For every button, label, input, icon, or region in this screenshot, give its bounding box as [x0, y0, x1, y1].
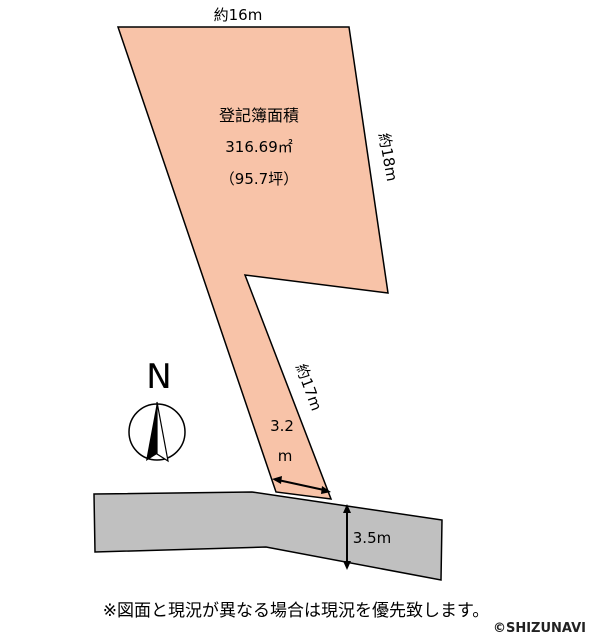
dim-top-label: 約16m: [214, 6, 263, 24]
compass-letter: N: [146, 357, 171, 397]
area-tsubo: （95.7坪）: [220, 170, 298, 188]
compass: N: [128, 357, 186, 463]
road-shape: [93, 491, 443, 581]
dim-right-label: 約18m: [375, 132, 401, 183]
dim-access-width-unit: m: [278, 447, 293, 465]
lot-shape: [116, 26, 389, 500]
dim-access-length-label: 約17m: [292, 361, 326, 413]
road-width-dimension: [343, 504, 351, 570]
dim-access-width-value: 3.2: [270, 417, 294, 435]
copyright-label: ©SHIZUNAVI: [492, 621, 586, 636]
area-sqm: 316.69㎡: [225, 138, 293, 156]
disclaimer-note: ※図面と現況が異なる場合は現況を優先致します。: [102, 601, 490, 621]
road-width-label: 3.5m: [353, 529, 391, 547]
access-width-dimension: [272, 476, 331, 494]
north-arrow-icon: [128, 401, 186, 463]
area-title: 登記簿面積: [219, 106, 299, 125]
